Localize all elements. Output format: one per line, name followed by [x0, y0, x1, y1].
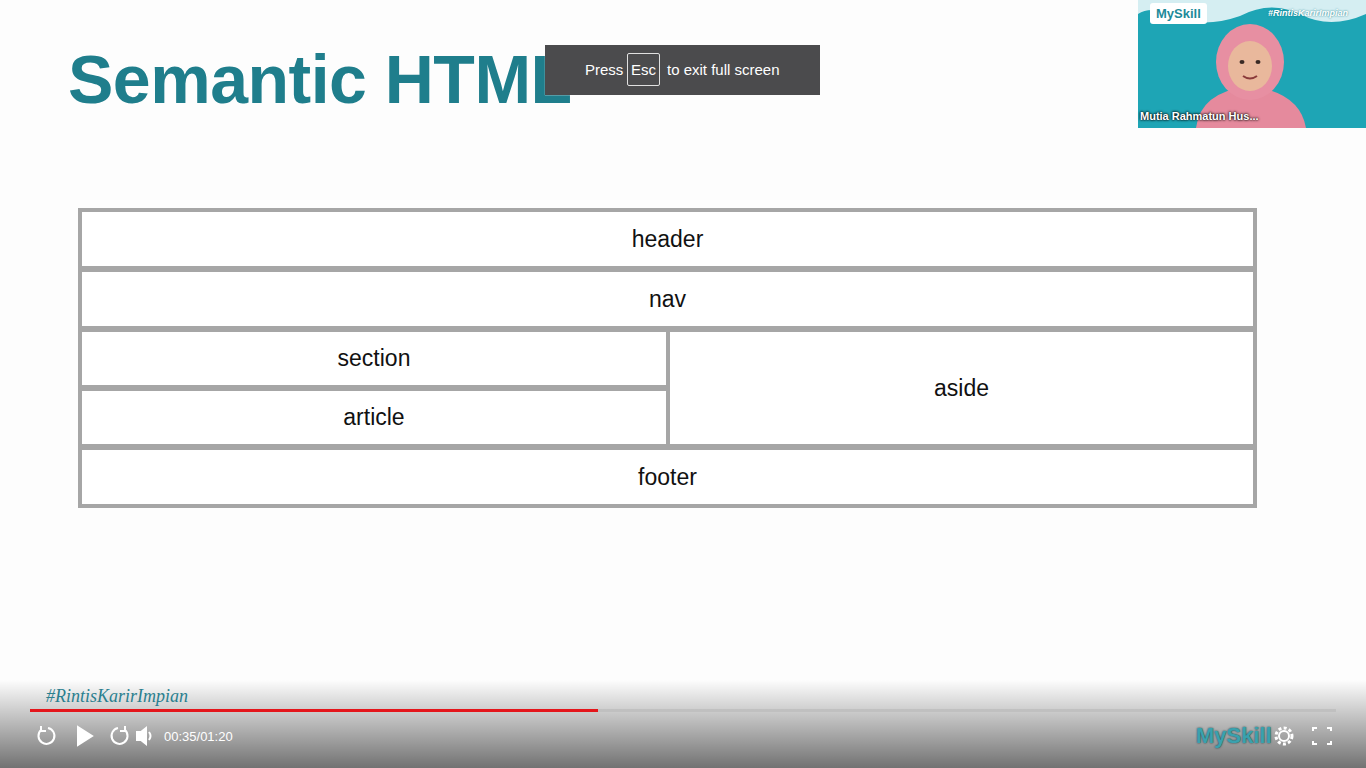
watermark-logo: MySkill	[1196, 723, 1272, 749]
webcam-logo: MySkill	[1150, 3, 1207, 24]
key-cap: Esc	[627, 53, 660, 86]
time-readout: 00:35/01:20	[164, 729, 233, 744]
speaker-name: Mutia Rahmatun Hus...	[1140, 110, 1259, 122]
box-label: section	[338, 345, 411, 372]
layout-box: aside	[666, 328, 1257, 448]
slide-title: Semantic HTML	[68, 40, 572, 118]
box-label: article	[343, 404, 404, 431]
webcam-hashtag: #RintisKarirImpian	[1268, 8, 1348, 18]
box-label: aside	[934, 375, 989, 402]
player-controls	[38, 726, 1331, 745]
box-label: nav	[649, 286, 686, 313]
webcam-frame	[1138, 0, 1366, 128]
controls-shade	[0, 680, 1366, 768]
watermark-hashtag: #RintisKarirImpian	[46, 686, 188, 707]
fullscreen-toast	[545, 45, 820, 95]
box-label: header	[632, 226, 704, 253]
box-label: footer	[638, 464, 697, 491]
layout-box: nav	[78, 268, 1257, 330]
layout-box: section	[78, 328, 670, 389]
layout-box: header	[78, 208, 1257, 270]
toast-text: to exit full screen	[667, 61, 780, 78]
toast-text: Press	[585, 61, 623, 78]
progress-fill	[30, 709, 598, 712]
layout-box: footer	[78, 446, 1257, 508]
layout-box: article	[78, 387, 670, 448]
progress-track	[30, 709, 1336, 712]
